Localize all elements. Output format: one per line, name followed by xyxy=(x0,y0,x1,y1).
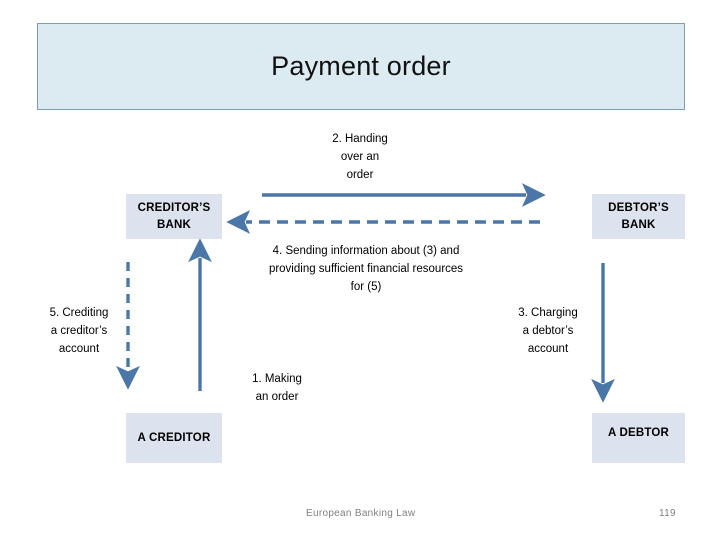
entity-box-creditors-bank: CREDITOR’S BANK xyxy=(126,194,222,239)
entity-box-a-debtor: A DEBTOR xyxy=(592,413,685,463)
entity-label-creditors-bank: CREDITOR’S BANK xyxy=(137,201,211,231)
footer-source-label: European Banking Law xyxy=(306,508,416,519)
entity-box-a-creditor: A CREDITOR xyxy=(126,413,222,463)
footer-page-number: 119 xyxy=(659,508,676,519)
caption-step5-crediting-account: 5. Crediting a creditor’s account xyxy=(49,307,109,355)
caption-step2-handing-over-order: 2. Handing over an order xyxy=(332,133,388,181)
entity-label-a-creditor: A CREDITOR xyxy=(137,431,211,444)
entity-box-debtors-bank: DEBTOR’S BANK xyxy=(592,194,685,239)
slide-title-box: Payment order xyxy=(37,23,685,110)
entity-label-a-debtor: A DEBTOR xyxy=(607,427,670,439)
caption-step4-sending-information: 4. Sending information about (3) and pro… xyxy=(268,245,464,293)
caption-step1-making-order: 1. Making an order xyxy=(252,373,302,403)
entity-label-debtors-bank: DEBTOR’S BANK xyxy=(608,201,669,231)
page-title: Payment order xyxy=(271,50,451,81)
caption-step3-charging-account: 3. Charging a debtor’s account xyxy=(518,307,578,355)
